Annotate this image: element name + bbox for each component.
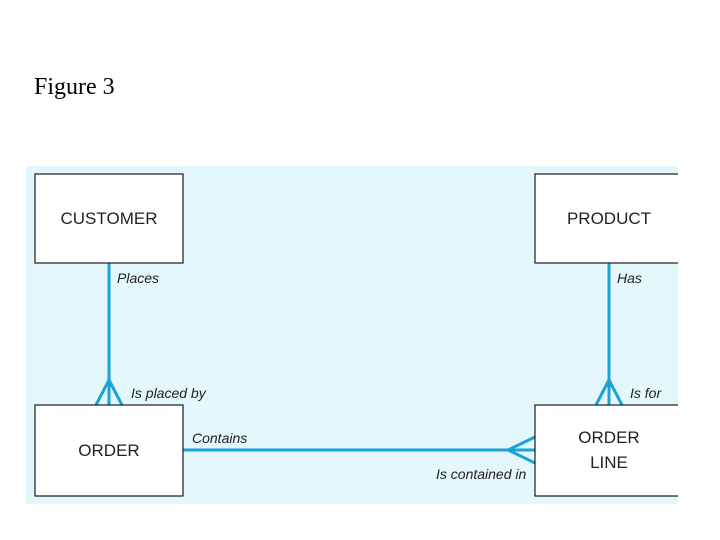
entity-order-label: ORDER [78, 441, 139, 460]
entity-order-line-label-1: ORDER [578, 428, 639, 447]
order-orderline-connector [183, 435, 536, 465]
label-is-contained-in: Is contained in [436, 466, 526, 482]
entity-product: PRODUCT [534, 173, 678, 264]
label-has: Has [617, 270, 642, 286]
label-is-placed-by: Is placed by [131, 385, 207, 401]
label-places: Places [117, 270, 159, 286]
entity-customer: CUSTOMER [34, 173, 184, 264]
label-is-for: Is for [630, 385, 662, 401]
diagram-panel: CUSTOMER PRODUCT ORDER ORDER LINE Places… [26, 166, 678, 504]
entity-order-line: ORDER LINE [534, 404, 678, 497]
er-diagram: CUSTOMER PRODUCT ORDER ORDER LINE Places… [26, 166, 678, 504]
entity-order-line-label-2: LINE [590, 453, 628, 472]
entity-product-label: PRODUCT [567, 209, 651, 228]
label-contains: Contains [192, 430, 247, 446]
figure-title: Figure 3 [34, 74, 115, 100]
customer-order-connector [94, 263, 124, 406]
entity-customer-label: CUSTOMER [61, 209, 158, 228]
product-orderline-connector [594, 263, 624, 406]
entity-order: ORDER [34, 404, 184, 497]
